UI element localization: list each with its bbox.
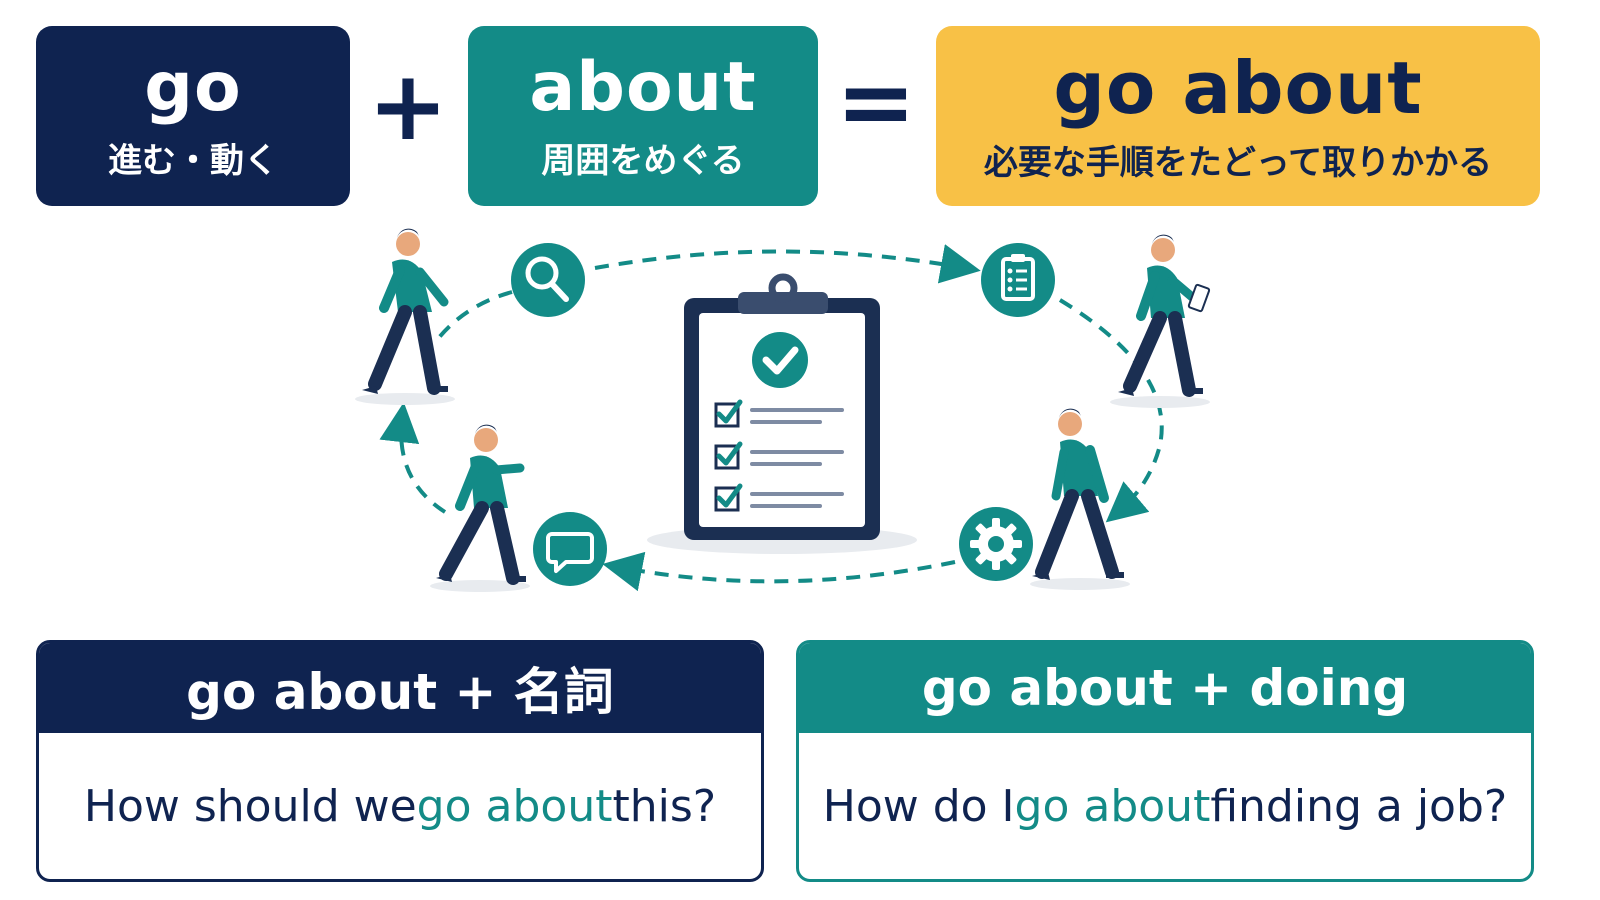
example-highlight: go about	[1014, 780, 1211, 832]
walking-person-bottom-right	[1030, 408, 1130, 590]
speech-bubble-icon	[533, 512, 607, 586]
cycle-arrow-bottom	[602, 551, 956, 592]
pattern-doing-example: How do I go about finding a job?	[799, 733, 1531, 879]
equals-sign: =	[835, 46, 917, 158]
pattern-doing-heading: go about + doing	[799, 643, 1531, 733]
cycle-arrow-top	[594, 244, 981, 284]
walking-person-top-right	[1110, 234, 1211, 408]
about-meaning: 周囲をめぐる	[541, 141, 745, 181]
checklist-icon	[981, 243, 1055, 317]
pattern-noun-heading: go about + 名詞	[39, 643, 761, 733]
example-highlight: go about	[416, 780, 613, 832]
pattern-noun-example: How should we go about this?	[39, 733, 761, 879]
walking-person-bottom-left	[430, 424, 530, 592]
result-meaning: 必要な手順をたどって取りかかる	[983, 143, 1493, 183]
cycle-arrows	[379, 244, 1164, 592]
pattern-panel-noun: go about + 名詞 How should we go about thi…	[36, 640, 764, 882]
cycle-arrow-right	[1058, 298, 1164, 523]
gear-icon	[959, 507, 1033, 581]
example-text-after: this?	[612, 780, 717, 832]
go-meaning: 進む・動く	[108, 141, 278, 181]
cycle-arrow-left-upper	[435, 290, 513, 342]
search-icon	[511, 243, 585, 317]
example-text-before: How should we	[83, 780, 417, 832]
about-word: about	[529, 48, 757, 127]
example-text-before: How do I	[822, 780, 1015, 832]
go-word: go	[144, 48, 242, 127]
example-text-after: finding a job?	[1210, 780, 1508, 832]
about-card: about 周囲をめぐる	[468, 26, 818, 206]
pattern-panel-doing: go about + doing How do I go about findi…	[796, 640, 1534, 882]
result-word: go about	[1053, 46, 1423, 130]
go-card: go 進む・動く	[36, 26, 350, 206]
plus-sign: +	[367, 50, 449, 162]
clipboard-icon	[647, 273, 917, 554]
cycle-arrow-left	[379, 402, 447, 514]
result-card: go about 必要な手順をたどって取りかかる	[936, 26, 1540, 206]
walking-person-top-left	[355, 228, 455, 405]
